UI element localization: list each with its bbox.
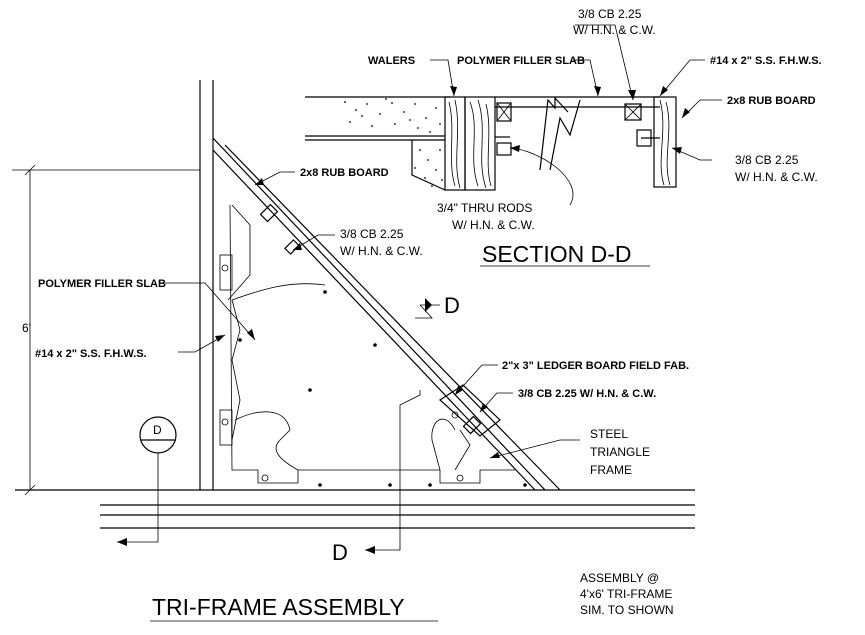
dimension-height-label: 6' — [22, 321, 31, 335]
section-bubble[interactable] — [117, 416, 177, 546]
section-leaders — [430, 24, 722, 267]
label-walers: WALERS — [368, 55, 415, 67]
label-cb-assembly-2: W/ H.N. & C.W. — [340, 244, 423, 258]
label-rub-board-assembly: 2x8 RUB BOARD — [300, 167, 389, 179]
label-thru-rods-1: 3/4" THRU RODS — [437, 201, 532, 215]
cut-mark-lower: D — [332, 540, 348, 565]
label-screw-section: #14 x 2" S.S. F.H.W.S. — [710, 55, 822, 67]
label-steel-3: FRAME — [590, 463, 632, 477]
label-thru-rods-2: W/ H.N. & C.W. — [452, 218, 535, 232]
note-line-1: ASSEMBLY @ — [580, 571, 659, 585]
dimension-6ft — [12, 164, 200, 496]
cut-mark-upper: D — [444, 293, 460, 318]
label-screw-assembly: #14 x 2" S.S. F.H.W.S. — [35, 348, 147, 360]
section-bubble-letter: D — [153, 423, 162, 437]
label-ledger-board: 2"x 3" LEDGER BOARD FIELD FAB. — [502, 360, 689, 372]
assembly-leaders — [165, 171, 580, 459]
label-steel-1: STEEL — [590, 427, 628, 441]
note-line-3: SIM. TO SHOWN — [580, 603, 674, 617]
label-cb-top-2: W/ H.N. & C.W. — [573, 23, 656, 37]
section-cut-line — [365, 298, 440, 554]
label-cb-top-1: 3/8 CB 2.25 — [578, 7, 642, 21]
label-rub-board-section: 2x8 RUB BOARD — [727, 95, 816, 107]
concrete-hatch — [344, 98, 443, 187]
tri-frame-drawing — [15, 80, 695, 529]
label-cb-assembly-1: 3/8 CB 2.25 — [340, 227, 404, 241]
label-cb-ledger: 3/8 CB 2.25 W/ H.N. & C.W. — [518, 388, 656, 400]
label-polymer-slab-section: POLYMER FILLER SLAB — [457, 55, 585, 67]
label-polymer-slab-assembly: POLYMER FILLER SLAB — [38, 278, 166, 290]
label-cb-right-2: W/ H.N. & C.W. — [735, 170, 818, 184]
section-d-d-drawing — [305, 96, 677, 191]
note-line-2: 4'x6' TRI-FRAME — [580, 587, 672, 601]
assembly-title: TRI-FRAME ASSEMBLY — [152, 594, 405, 620]
label-steel-2: TRIANGLE — [590, 445, 650, 459]
label-cb-right-1: 3/8 CB 2.25 — [735, 153, 799, 167]
section-title: SECTION D-D — [482, 241, 632, 267]
